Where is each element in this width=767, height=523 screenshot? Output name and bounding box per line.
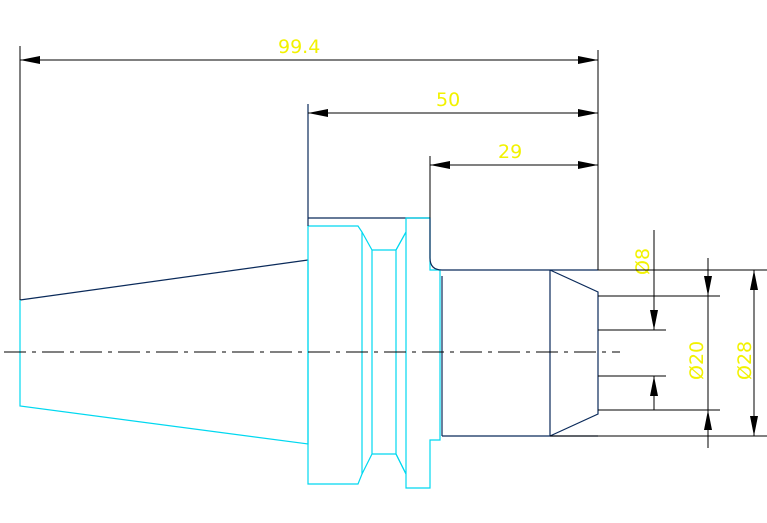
dimension-bore-diameter: Ø8	[598, 230, 666, 410]
arrowhead-right	[578, 56, 598, 64]
bore-chamfer	[549, 269, 599, 437]
flange-outline	[307, 225, 363, 485]
v-groove-outline	[361, 231, 407, 475]
arrowhead-left	[308, 109, 328, 117]
flange-to-end-label: 50	[436, 89, 460, 111]
arrowhead-left	[430, 161, 450, 169]
arrowhead-right	[578, 161, 598, 169]
arrowhead-left	[20, 56, 40, 64]
taper-cone-top-edge	[19, 259, 309, 301]
outer-diameter-label: Ø28	[734, 341, 756, 380]
overall-length-label: 99.4	[278, 36, 320, 58]
bore-diameter-label: Ø8	[632, 248, 654, 275]
arrowhead-down	[650, 310, 658, 330]
inner-diameter-label: Ø20	[686, 341, 708, 380]
collar-outline	[395, 217, 441, 489]
arrowhead-down	[750, 416, 758, 436]
dimension-inner-diameter: Ø20	[598, 258, 720, 448]
arrowhead-up	[650, 376, 658, 396]
dimension-outer-diameter: Ø28	[550, 269, 767, 437]
dimension-flange-to-end: 50	[308, 89, 598, 117]
shank-length-label: 29	[498, 141, 522, 163]
arrowhead-right	[578, 109, 598, 117]
arrowhead-down	[704, 276, 712, 296]
arrowhead-up	[704, 410, 712, 430]
dimension-overall-length: 99.4	[19, 36, 599, 300]
dimension-shank-length: 29	[429, 141, 598, 218]
arrowhead-up	[750, 270, 758, 290]
shank-outline	[429, 218, 598, 437]
